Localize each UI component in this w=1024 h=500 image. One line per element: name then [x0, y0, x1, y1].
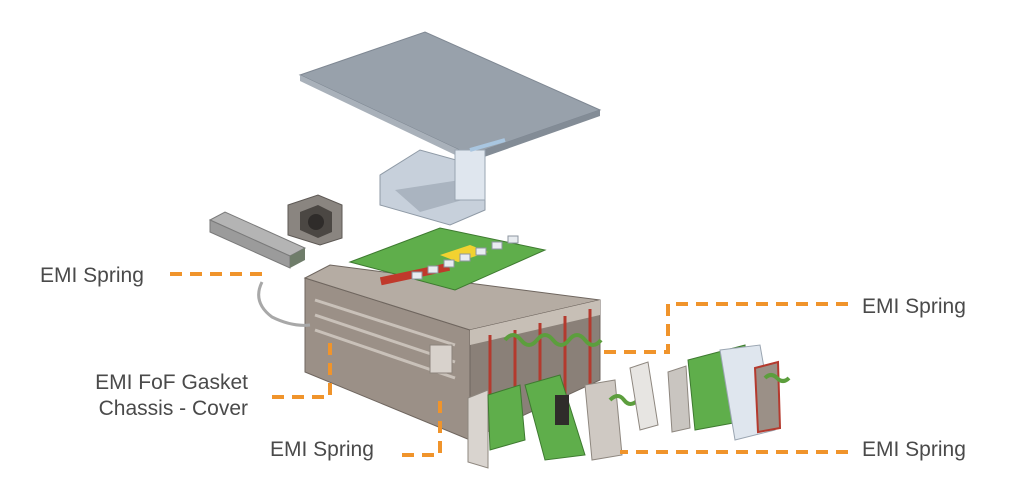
callout-bottom-spring: EMI Spring [270, 438, 374, 461]
callout-right-top-spring: EMI Spring [862, 295, 966, 318]
callout-gasket-line1: EMI FoF Gasket [95, 371, 248, 394]
io-cards [467, 374, 640, 469]
leader-right-top-spring [600, 302, 848, 354]
leader-lines [170, 272, 848, 457]
power-supply [208, 211, 307, 269]
fan-module [287, 194, 343, 246]
cooling-assembly [379, 138, 506, 226]
callout-left-spring: EMI Spring [40, 264, 144, 287]
rear-modules [629, 344, 791, 441]
motherboard [348, 227, 547, 291]
callout-right-bottom-spring: EMI Spring [862, 438, 966, 461]
chassis-cover [298, 31, 602, 156]
callout-gasket-line2: Chassis - Cover [98, 397, 248, 420]
